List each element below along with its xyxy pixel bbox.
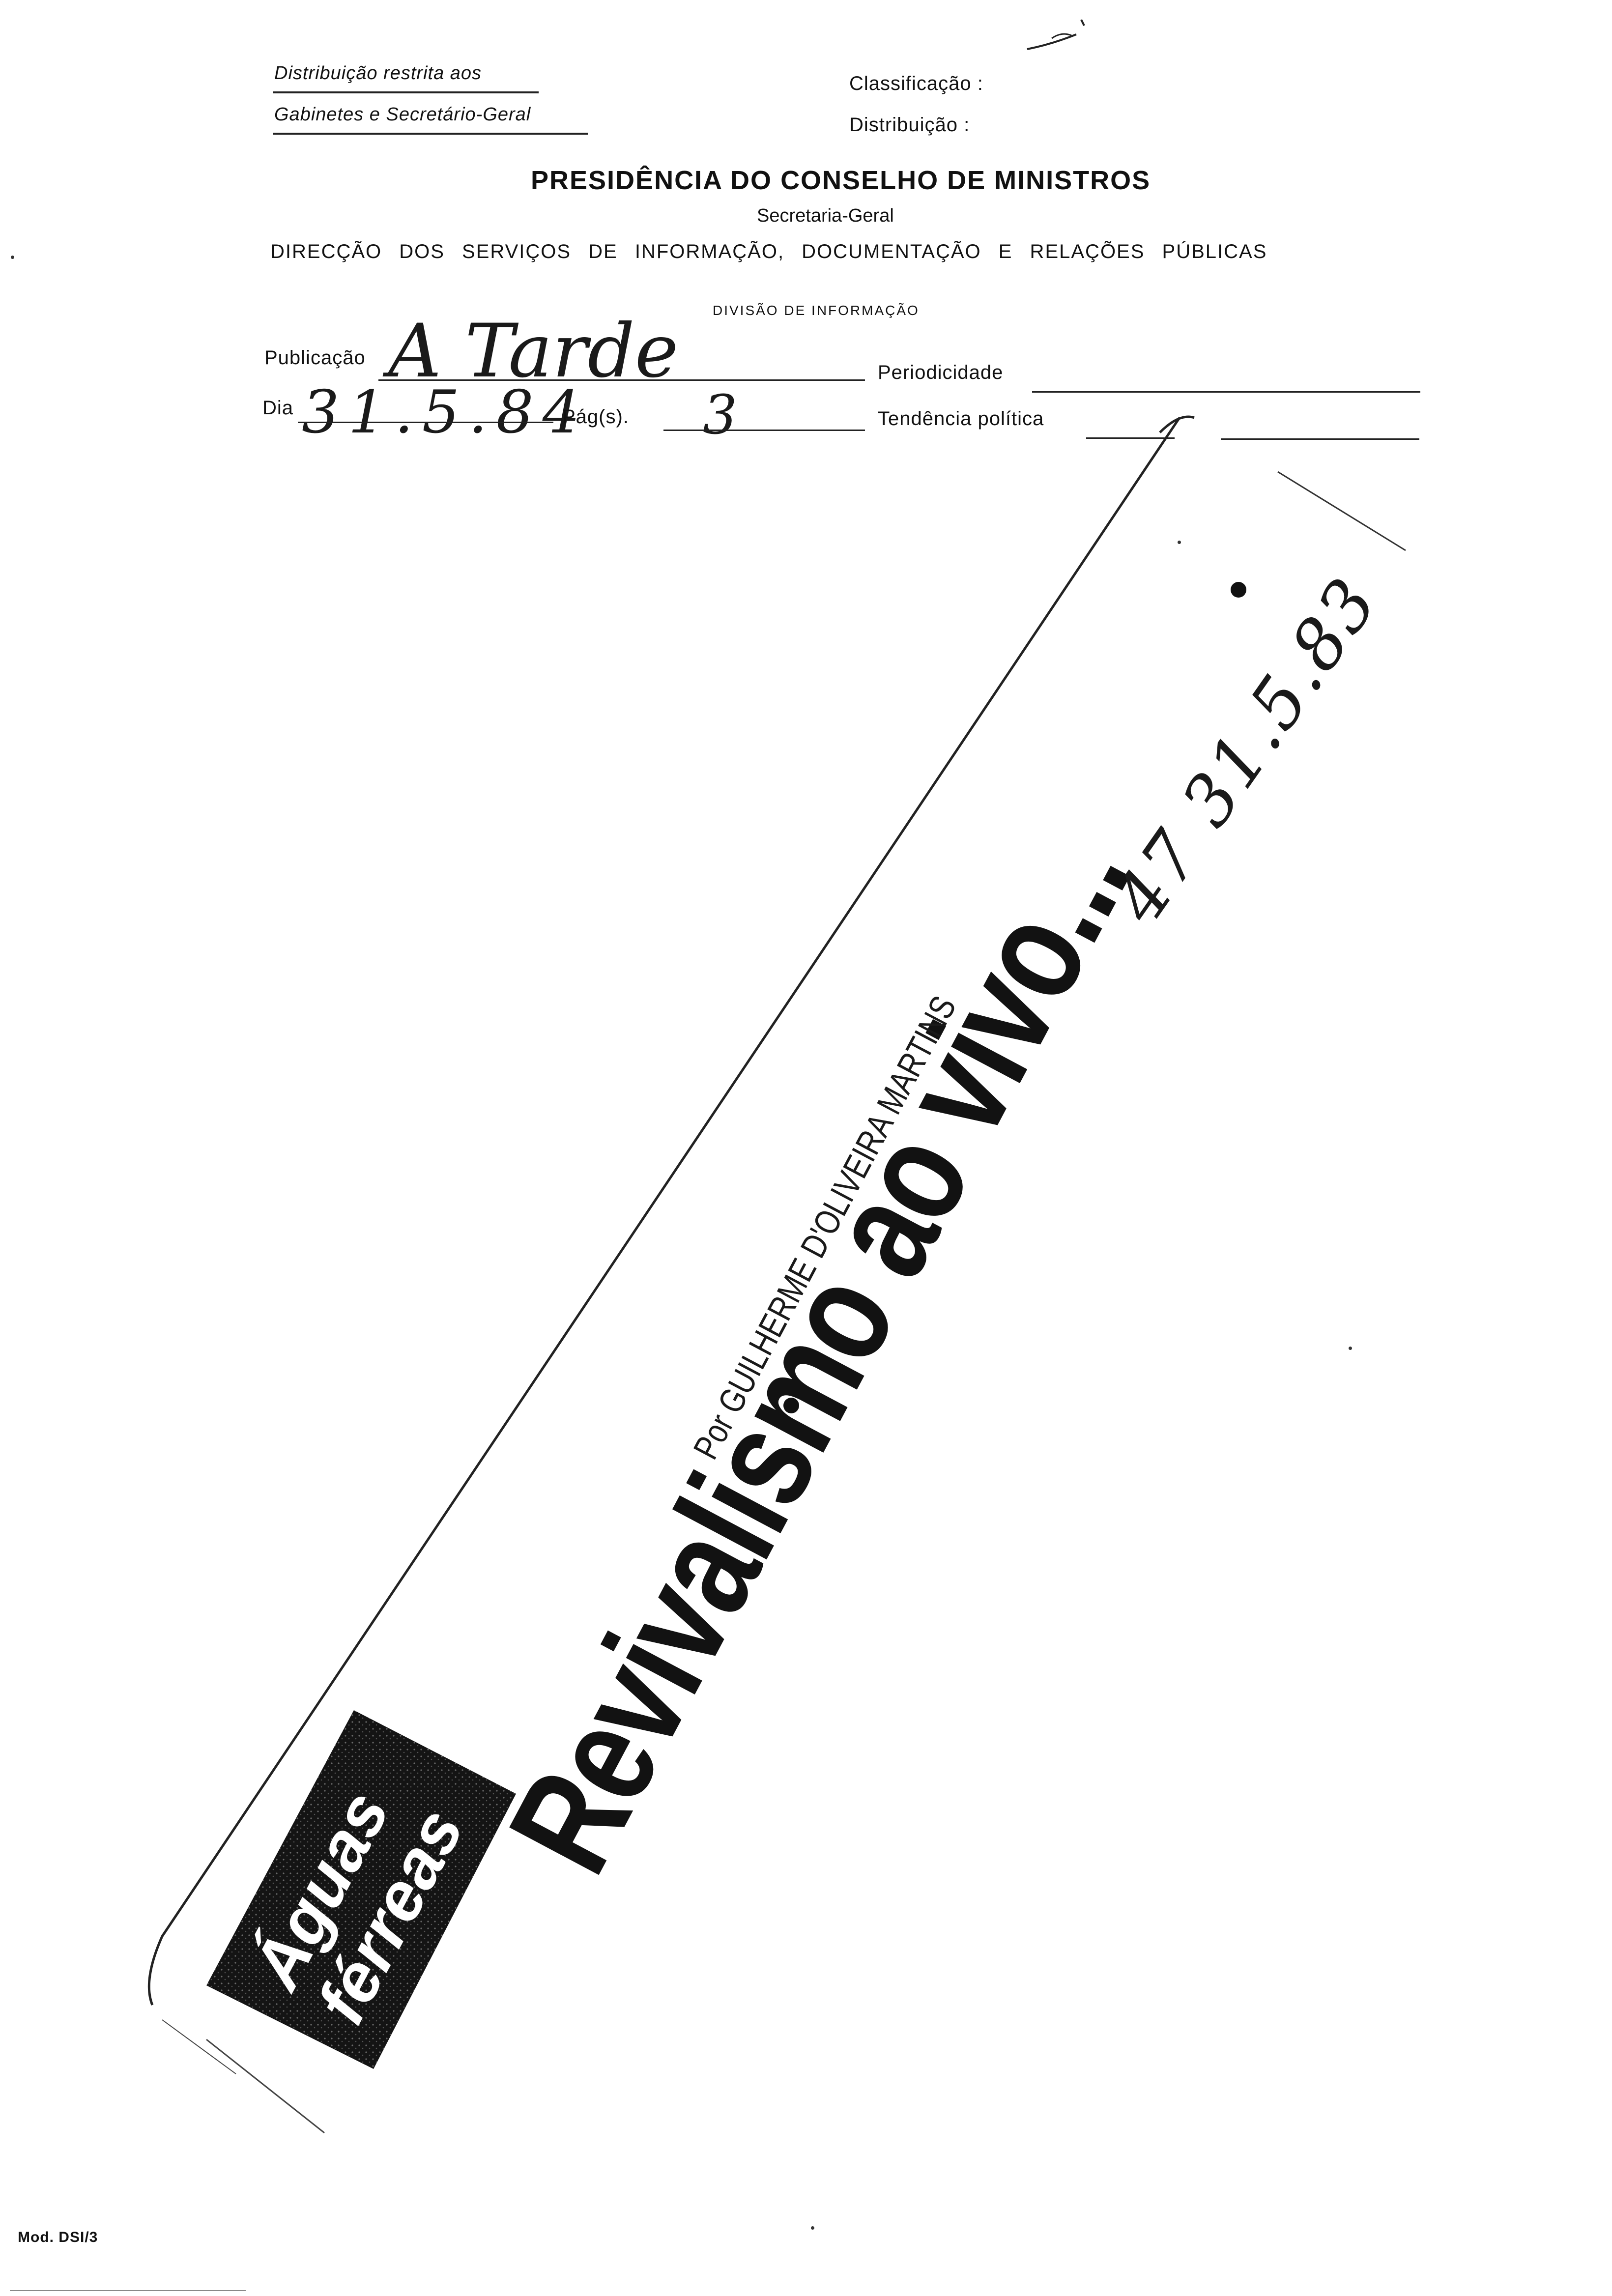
publicacao-underline <box>378 379 865 381</box>
clipping-top-corner <box>1159 415 1195 433</box>
footer-dotted-line <box>10 2290 246 2291</box>
classificacao-label: Classificação : <box>849 73 983 94</box>
restriction-line-2: Gabinetes e Secretário-Geral <box>274 104 531 125</box>
speck-3 <box>811 2226 814 2230</box>
dia-label: Dia <box>262 397 294 419</box>
byline-bullet <box>783 1398 799 1413</box>
tendencia-underline-right <box>1221 438 1419 440</box>
pags-label: Pág(s). <box>562 406 629 428</box>
periodicidade-label: Periodicidade <box>878 362 1004 383</box>
distribuicao-label: Distribuição : <box>849 114 970 136</box>
speck-1 <box>1349 1347 1352 1350</box>
headline-bullet-upper <box>1231 582 1246 598</box>
speck-2 <box>11 256 14 259</box>
dia-handwritten-value: 31.5.84 <box>302 378 589 447</box>
stray-line-lower-left-2 <box>162 2019 236 2074</box>
tendencia-label: Tendência política <box>878 408 1044 430</box>
speck-4 <box>1178 541 1181 544</box>
secretaria-subtitle: Secretaria-Geral <box>757 205 894 226</box>
section-tab-block <box>206 1710 516 2069</box>
dia-underline <box>298 422 553 423</box>
restriction-line-1: Distribuição restrita aos <box>274 63 482 84</box>
publicacao-label: Publicação <box>264 347 366 369</box>
stray-line-lower-left <box>206 2038 325 2134</box>
direccao-line: DIRECÇÃO DOS SERVIÇOS DE INFORMAÇÃO, DOC… <box>270 241 1267 262</box>
pen-mark-scribble <box>1027 19 1085 50</box>
pags-handwritten-value: 3 <box>703 383 737 446</box>
form-code: Mod. DSI/3 <box>18 2229 98 2245</box>
restriction-underline-1 <box>273 91 539 93</box>
stray-line-upper-right <box>1277 471 1406 551</box>
institution-title: PRESIDÊNCIA DO CONSELHO DE MINISTROS <box>531 166 1151 195</box>
pags-underline <box>663 430 865 431</box>
divisao-line: DIVISÃO DE INFORMAÇÃO <box>713 303 920 318</box>
periodicidade-underline <box>1032 391 1420 393</box>
tendencia-underline <box>1086 437 1175 439</box>
restriction-underline-2 <box>273 133 588 135</box>
clipping-left-edge <box>147 417 1181 2006</box>
